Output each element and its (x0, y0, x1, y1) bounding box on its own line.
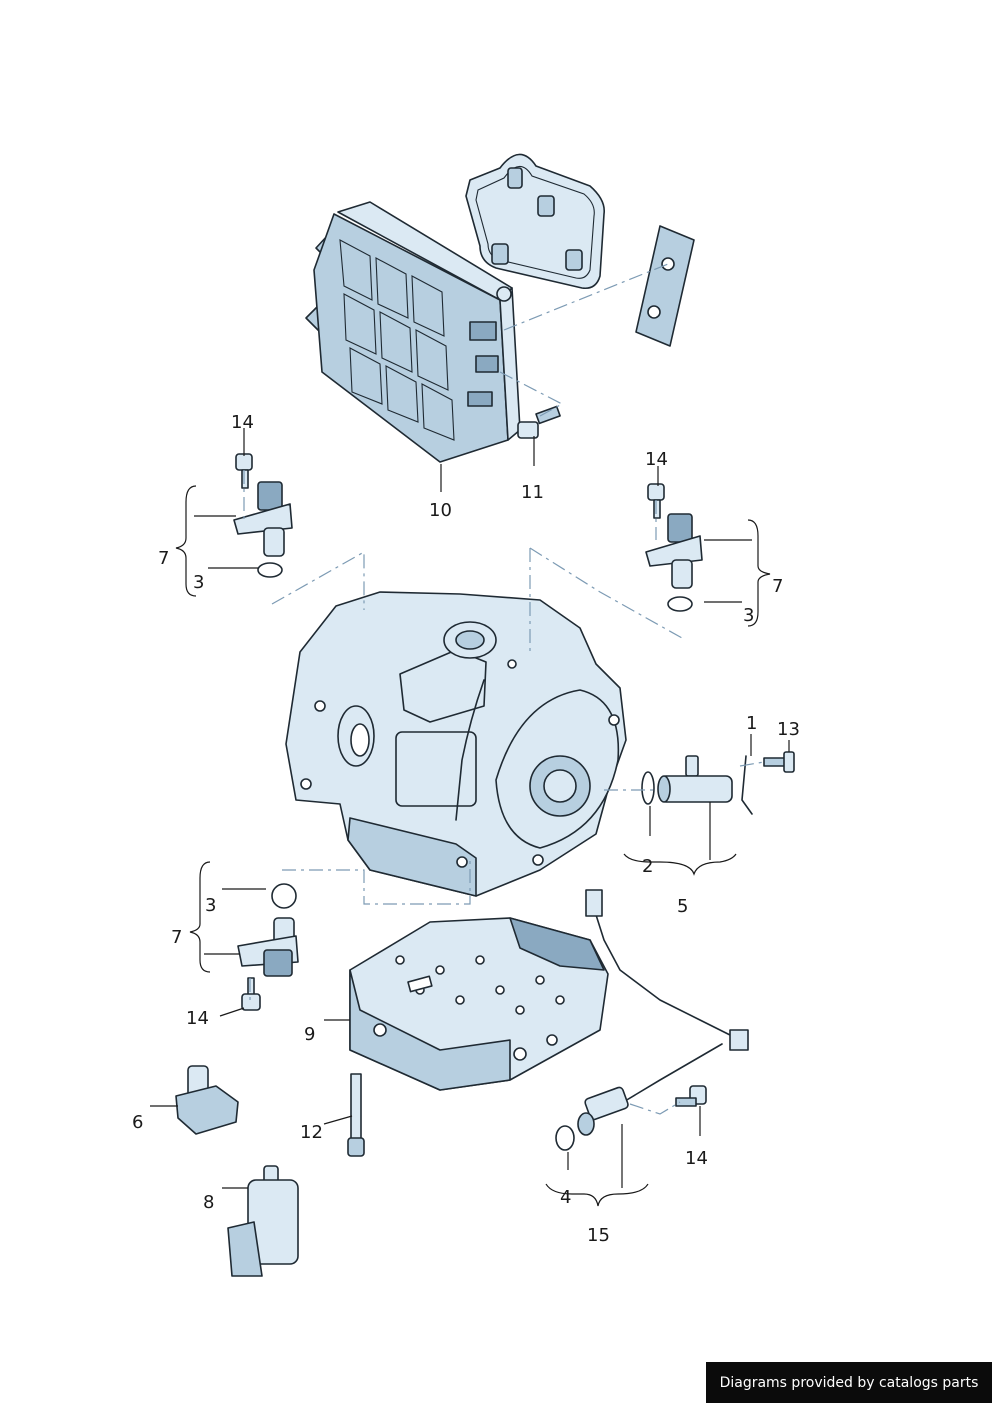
bolt-part-12 (347, 1073, 365, 1157)
callout-15: 15 (587, 1225, 610, 1246)
sender-part-15 (577, 1086, 629, 1136)
assembly-lines (243, 263, 765, 1115)
sensor-part-7-upper-left (233, 453, 293, 557)
actuator-part-8 (227, 1165, 299, 1277)
transmission-housing (285, 591, 627, 897)
leader-lines (150, 428, 790, 1207)
o-ring-part-3-upper-right (667, 596, 693, 612)
callout-7-upper-left: 7 (158, 548, 169, 569)
clip-part-1 (741, 755, 753, 815)
gasket (635, 225, 695, 347)
sender-part-5 (657, 755, 733, 803)
o-ring-part-4 (555, 1125, 575, 1151)
callout-10: 10 (429, 500, 452, 521)
callout-4: 4 (560, 1187, 571, 1208)
control-unit-part-10 (305, 201, 521, 463)
callout-1: 1 (746, 713, 757, 734)
o-ring-part-2 (641, 771, 655, 805)
sensor-part-7-lower-left (237, 917, 299, 1011)
callout-7-upper-right: 7 (772, 576, 783, 597)
valve-body-part-9 (349, 917, 609, 1091)
o-ring-part-3-lower-left (271, 883, 297, 909)
callout-9: 9 (304, 1024, 315, 1045)
cover-plate (465, 153, 606, 290)
callout-12: 12 (300, 1122, 323, 1143)
callout-14-lower-left: 14 (186, 1008, 209, 1029)
callout-3-lower-left: 3 (205, 895, 216, 916)
sensor-part-7-upper-right (645, 483, 703, 589)
callout-13: 13 (777, 719, 800, 740)
callout-7-lower-left: 7 (171, 927, 182, 948)
bolt-part-14-lower-right (675, 1085, 707, 1107)
callout-11: 11 (521, 482, 544, 503)
callout-5: 5 (677, 896, 688, 917)
callout-6: 6 (132, 1112, 143, 1133)
callout-14-lower-right: 14 (685, 1148, 708, 1169)
callout-labels: 14 7 3 10 11 14 7 3 1 13 2 5 3 7 14 9 6 … (132, 412, 800, 1246)
wiring-harness (585, 889, 749, 1105)
o-ring-part-3-upper-left (257, 562, 283, 578)
callout-14-upper-right: 14 (645, 449, 668, 470)
callout-8: 8 (203, 1192, 214, 1213)
callout-3-upper-right: 3 (743, 605, 754, 626)
callout-14-upper-left: 14 (231, 412, 254, 433)
credit-banner: Diagrams provided by catalogs parts (706, 1362, 992, 1403)
bolt-part-13 (763, 751, 795, 773)
solenoid-part-6 (175, 1065, 239, 1135)
callout-2: 2 (642, 856, 653, 877)
screw-part-11 (517, 405, 561, 439)
callout-3-upper-left: 3 (193, 572, 204, 593)
